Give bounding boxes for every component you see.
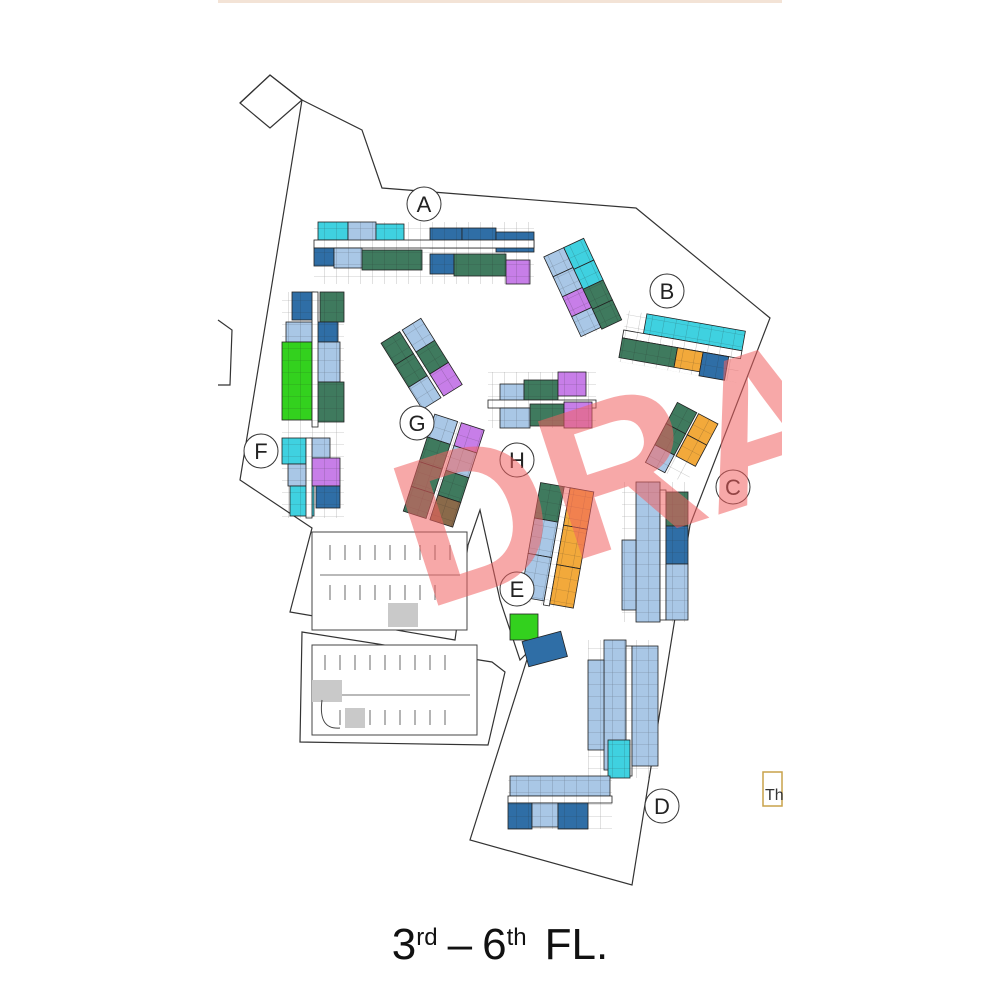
label-a: A <box>406 186 442 222</box>
svg-text:H: H <box>509 448 525 473</box>
site-annex <box>239 74 303 129</box>
svg-text:C: C <box>725 475 741 500</box>
label-h: H <box>499 442 535 478</box>
svg-text:F: F <box>254 439 267 464</box>
floor-start-suffix: rd <box>416 924 438 951</box>
label-g: G <box>399 405 435 441</box>
svg-text:A: A <box>417 192 432 217</box>
building-g <box>380 317 485 528</box>
draft-watermark: DRA <box>366 289 871 653</box>
floor-start: 3 <box>391 920 417 969</box>
floor-unit: FL. <box>544 920 609 969</box>
svg-text:G: G <box>408 411 425 436</box>
floor-end: 6 <box>482 920 507 969</box>
corner-tag: Th <box>762 771 784 807</box>
label-e: E <box>499 571 535 607</box>
floor-end-suffix: th <box>506 924 527 951</box>
svg-text:Th: Th <box>765 787 784 804</box>
building-f <box>281 291 345 519</box>
building-c <box>621 401 719 623</box>
building-labels: A B C D E F G H <box>243 186 751 824</box>
top-edge-strip <box>218 0 782 3</box>
building-b <box>543 237 746 383</box>
building-h <box>487 371 597 429</box>
parking-lot-lower <box>311 644 478 736</box>
floor-dash: – <box>447 920 473 969</box>
label-b: B <box>649 273 685 309</box>
label-f: F <box>243 433 279 469</box>
parking-lot-upper <box>311 531 468 631</box>
svg-text:D: D <box>654 794 670 819</box>
building-a <box>313 221 535 285</box>
outer-road-line <box>217 319 233 386</box>
svg-text:B: B <box>660 279 675 304</box>
building-d <box>507 639 659 830</box>
label-c: C <box>715 469 751 505</box>
label-d: D <box>644 788 680 824</box>
floor-caption: 3rd–6th FL. <box>0 920 1000 970</box>
svg-text:E: E <box>510 577 525 602</box>
